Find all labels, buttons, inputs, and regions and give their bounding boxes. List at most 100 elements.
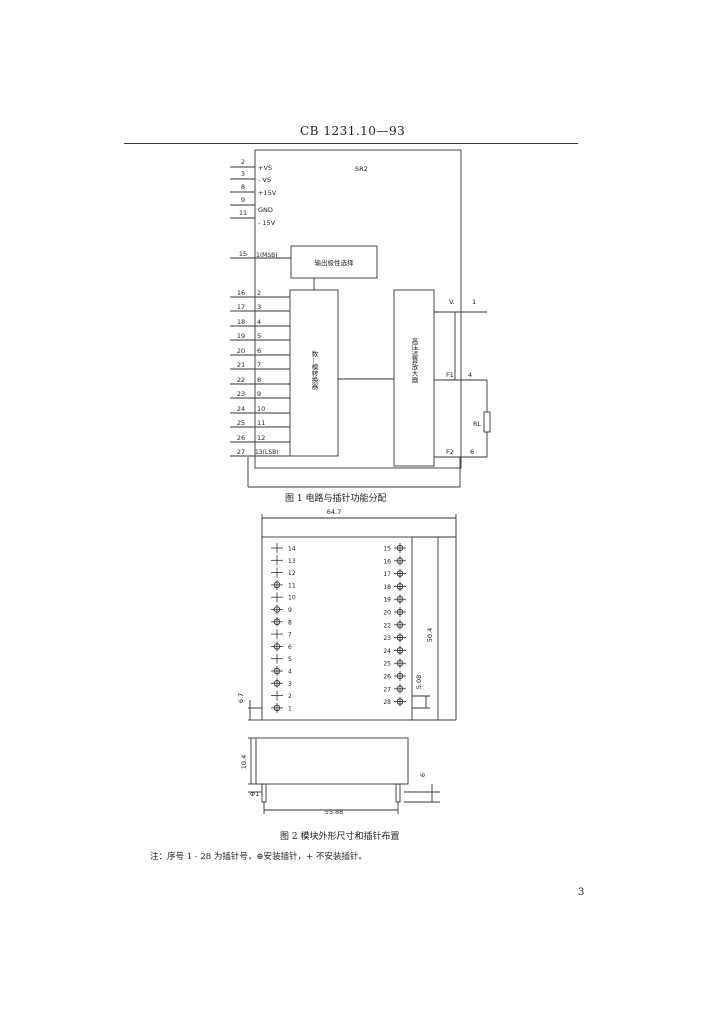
pin-number-label: 16 — [383, 558, 391, 565]
pin-number-label: 23 — [383, 635, 391, 642]
digital-pin-num: 23 — [237, 390, 245, 398]
amplifier-block — [393, 289, 435, 467]
figure-note: 注：序号 1 - 28 为插针号，⊕安装插针，+ 不安装插针。 — [150, 852, 367, 862]
pin-marker — [271, 690, 283, 701]
figure1-circuit — [230, 149, 491, 488]
pin-number-label: 28 — [383, 699, 391, 706]
output-f2-label: F2 — [446, 448, 454, 456]
digital-pin-label: 13(LSB) — [255, 449, 279, 456]
pin-marker — [271, 629, 283, 640]
width-dim: 64.7 — [327, 508, 341, 516]
figure2-outline — [248, 514, 457, 814]
digital-pin-label: 12 — [257, 434, 265, 442]
side-view — [255, 737, 409, 785]
digital-pin-num: 19 — [237, 332, 245, 340]
pin-marker — [271, 678, 283, 689]
pin-marker — [394, 594, 406, 605]
pin-marker — [271, 592, 283, 603]
supply-pin-label: - VS — [258, 176, 271, 184]
digital-pin-label: 7 — [257, 361, 261, 369]
pin-marker — [394, 658, 406, 669]
pin-number-label: 13 — [288, 558, 296, 565]
pin-number-label: 15 — [383, 546, 391, 553]
side-pin-right — [395, 783, 401, 803]
supply-pin-num: 11 — [239, 209, 247, 217]
digital-pin-label: 5 — [257, 332, 261, 340]
dac-block — [289, 289, 339, 457]
pin-marker — [394, 543, 406, 553]
dac-label: 数—模转换器 — [310, 349, 318, 391]
pin-marker — [271, 543, 283, 553]
pin-marker — [271, 653, 283, 664]
supply-pin-label: +15V — [258, 189, 277, 197]
pin-number-label: 12 — [288, 570, 296, 577]
digital-pin-num: 22 — [237, 376, 245, 384]
pin-number-label: 8 — [288, 619, 292, 626]
pin-number-label: 25 — [383, 661, 391, 668]
pin-marker — [394, 671, 406, 681]
module-outline — [261, 536, 413, 721]
figure2-labels: 64.7 50.4 5.08 6.7 10.4 6 Φ1 55.88 — [237, 508, 434, 816]
pin-marker — [394, 607, 406, 617]
digital-pin-label: 3 — [257, 303, 261, 311]
pin-number-label: 10 — [288, 595, 296, 602]
page-number: 3 — [578, 887, 585, 898]
digital-pin-label: 9 — [257, 390, 261, 398]
digital-pin-num: 16 — [237, 289, 245, 297]
output-f1-pin: 4 — [468, 371, 472, 379]
pin-number-label: 19 — [383, 597, 391, 604]
pin-number-label: 7 — [288, 632, 292, 639]
digital-pin-label: 6 — [257, 347, 261, 355]
pin-number-label: 2 — [288, 693, 292, 700]
digital-pin-label: 8 — [257, 376, 261, 384]
pin-marker — [394, 555, 406, 566]
digital-pin-label: 11 — [257, 419, 265, 427]
digital-pin-num: 17 — [237, 303, 245, 311]
pin-dia-dim: Φ1 — [250, 790, 259, 798]
output-v-pin: 1 — [472, 298, 476, 306]
pin-marker — [271, 567, 283, 578]
pin-marker — [394, 581, 406, 592]
pin-number-label: 22 — [383, 622, 391, 629]
rl-label: RL — [473, 420, 482, 428]
supply-pin-label: +VS — [258, 164, 272, 172]
supply-pin-num: 2 — [241, 158, 245, 166]
rl-resistor — [483, 411, 491, 433]
pin-number-label: 24 — [383, 648, 391, 655]
output-f2-pin: 6 — [470, 448, 474, 456]
output-f1-label: F1 — [446, 371, 454, 379]
pin-number-label: 6 — [288, 644, 292, 651]
supply-pin-num: 8 — [241, 183, 245, 191]
digital-pin-num: 18 — [237, 318, 245, 326]
pin-number-label: 1 — [288, 705, 292, 712]
digital-pin-label: 10 — [257, 405, 265, 413]
pin-number-label: 4 — [288, 669, 292, 676]
digital-pin-label: 4 — [257, 318, 261, 326]
pin-number-label: 26 — [383, 674, 391, 681]
figure2-caption: 图 2 模块外形尺寸和插针布置 — [280, 832, 400, 842]
module-label: SR2 — [355, 165, 368, 173]
figure1-labels: SR2 2 +VS 3 - VS 8 +15V 9 GND 11 - 15V 1… — [237, 158, 482, 456]
pin-number-label: 3 — [288, 681, 292, 688]
digital-pin-label: 2 — [257, 289, 261, 297]
pin-marker — [394, 696, 406, 707]
bottom-dim: 55.88 — [325, 808, 344, 816]
edge-dim: 6.7 — [237, 693, 245, 703]
digital-pin-num: 20 — [237, 347, 245, 355]
msb-pin-num: 15 — [239, 250, 247, 258]
pin-marker — [394, 632, 406, 643]
digital-pin-num: 24 — [237, 405, 245, 413]
pin-marker — [394, 683, 406, 694]
output-v-label: V. — [449, 298, 455, 306]
pin-marker — [271, 702, 283, 713]
thick-dim: 10.4 — [240, 755, 248, 769]
pin-number-label: 11 — [288, 582, 296, 589]
pin-number-label: 20 — [383, 610, 391, 617]
side-pin-left — [261, 783, 267, 803]
digital-pin-num: 27 — [237, 448, 245, 456]
pitch-dim: 5.08 — [415, 675, 423, 689]
pin-number-label: 14 — [288, 546, 296, 553]
pin-marker — [394, 568, 406, 579]
